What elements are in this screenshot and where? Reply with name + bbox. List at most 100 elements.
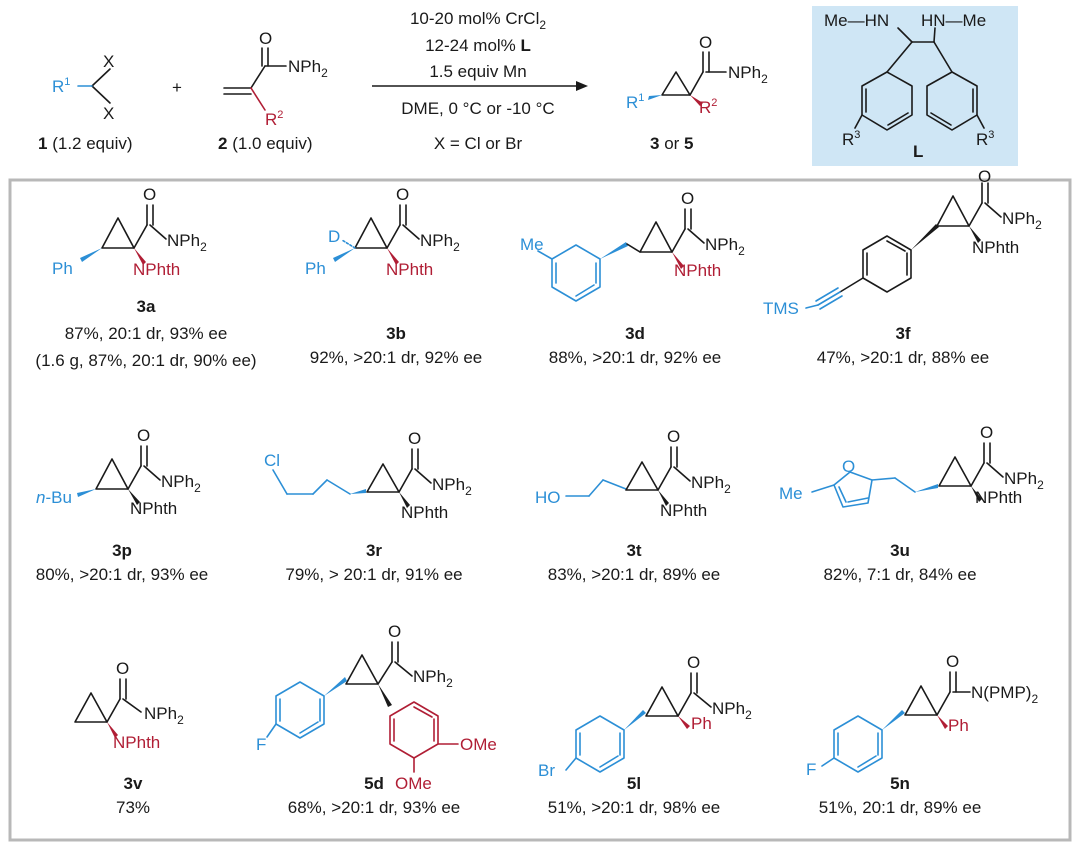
yield-line: 51%, 20:1 dr, 89% ee: [819, 798, 982, 817]
ligand-nhme-left: Me—HN: [824, 11, 889, 30]
ligand-box-background: [812, 6, 1018, 166]
yield-line: 79%, > 20:1 dr, 91% ee: [285, 565, 462, 584]
nphth-label: NPhth: [130, 499, 177, 518]
scope-frame: [8, 178, 1072, 842]
o-label: O: [259, 29, 272, 48]
amide-label: NPh2: [288, 57, 328, 80]
plus-sign: +: [172, 78, 182, 97]
compound-id: 5l: [627, 774, 641, 793]
ho-label: HO: [535, 488, 561, 507]
compound-3d: Me O NPh2 NPhth 3d 88%, >20:1 dr, 92% ee: [520, 189, 745, 367]
amide-label: NPh2: [1004, 469, 1044, 492]
compound-id: 3d: [625, 324, 645, 343]
o-label: O: [388, 622, 401, 641]
x-label-top: X: [103, 52, 114, 71]
product-o-label: O: [699, 33, 712, 52]
nphth-label: NPhth: [133, 260, 180, 279]
amide-label: NPh2: [144, 704, 184, 727]
reactant-1-caption: 1 (1.2 equiv): [38, 134, 133, 153]
yield-line: 82%, 7:1 dr, 84% ee: [823, 565, 976, 584]
ligand-r3-right: R3: [976, 129, 994, 149]
f-label: F: [806, 760, 816, 779]
tms-label: TMS: [763, 299, 799, 318]
reactant-2-caption: 2 (1.0 equiv): [218, 134, 313, 153]
ligand-label: L: [913, 142, 923, 161]
nphth-label: NPhth: [401, 503, 448, 522]
compound-id: 3v: [124, 774, 143, 793]
condition-reductant: 1.5 equiv Mn: [429, 62, 526, 81]
yield-line: (1.6 g, 87%, 20:1 dr, 90% ee): [35, 351, 256, 370]
compound-3p: O NPh2 n-Bu NPhth 3p 80%, >20:1 dr, 93% …: [36, 426, 209, 584]
compound-5n: F O N(PMP)2 Ph 5n 51%, 20:1 dr, 89% ee: [806, 652, 1038, 817]
o-label: O: [980, 423, 993, 442]
nphth-label: NPhth: [660, 501, 707, 520]
amide-label: NPh2: [691, 473, 731, 496]
reactant-1: X X R1 1 (1.2 equiv): [38, 52, 133, 153]
product-r1-label: R1: [626, 92, 644, 112]
product-r2-label: R2: [699, 97, 717, 117]
me-label: Me: [779, 484, 803, 503]
o-label: O: [687, 653, 700, 672]
x-label-bottom: X: [103, 104, 114, 123]
conditions: 10-20 mol% CrCl2 12-24 mol% L 1.5 equiv …: [401, 9, 554, 153]
npmp-label: N(PMP)2: [971, 683, 1038, 706]
r1-label: R1: [52, 76, 70, 96]
compound-3r: Cl O NPh2 NPhth 3r 79%, > 20:1 dr, 91% e…: [264, 429, 472, 584]
o-label: O: [137, 426, 150, 445]
o-label: O: [667, 427, 680, 446]
product-general: O NPh2 R1 R2 3 or 5: [626, 33, 768, 153]
amide-label: NPh2: [413, 667, 453, 690]
r2-label: R2: [265, 109, 283, 129]
yield-line: 73%: [116, 798, 150, 817]
cl-label: Cl: [264, 451, 280, 470]
condition-ligand: 12-24 mol% L: [425, 36, 531, 55]
ph-label: Ph: [948, 716, 969, 735]
ph-label: Ph: [691, 714, 712, 733]
compound-id: 3b: [386, 324, 406, 343]
compound-5d: F O NPh2 OMe OMe 5d 68%, >20:1 dr, 93% e…: [256, 622, 497, 817]
amide-label: NPh2: [712, 699, 752, 722]
ligand-box: Me—HN HN—Me R3 R3 L: [812, 6, 1018, 166]
furan-o-label: O: [842, 457, 855, 476]
compound-id: 5n: [890, 774, 910, 793]
compound-id: 5d: [364, 774, 384, 793]
yield-line: 83%, >20:1 dr, 89% ee: [548, 565, 721, 584]
o-label: O: [396, 185, 409, 204]
compound-id: 3t: [626, 541, 641, 560]
compound-id: 3a: [137, 297, 156, 316]
yield-line: 88%, >20:1 dr, 92% ee: [549, 348, 722, 367]
amide-label: NPh2: [420, 231, 460, 254]
condition-catalyst: 10-20 mol% CrCl2: [410, 9, 546, 32]
compound-3b: D O NPh2 Ph NPhth 3b 92%, >20:1 dr, 92% …: [305, 185, 482, 367]
compound-id: 3f: [895, 324, 910, 343]
reaction-arrow: [372, 81, 588, 91]
compound-id: 3u: [890, 541, 910, 560]
compound-id: 3p: [112, 541, 132, 560]
amide-label: NPh2: [167, 231, 207, 254]
ligand-nhme-right: HN—Me: [921, 11, 986, 30]
yield-line: 47%, >20:1 dr, 88% ee: [817, 348, 990, 367]
o-label: O: [408, 429, 421, 448]
br-label: Br: [538, 761, 555, 780]
o-label: O: [143, 185, 156, 204]
amide-label: NPh2: [432, 475, 472, 498]
nphth-label: NPhth: [975, 488, 1022, 507]
yield-line: 92%, >20:1 dr, 92% ee: [310, 348, 483, 367]
amide-label: NPh2: [705, 235, 745, 258]
compound-3v: O NPh2 NPhth 3v 73%: [74, 659, 184, 817]
o-label: O: [681, 189, 694, 208]
compound-5l: Br O NPh2 Ph 5l 51%, >20:1 dr, 98% ee: [538, 653, 752, 817]
compound-3f: TMS O NPh2 NPhth 3f 47%, >20:1 dr, 88% e…: [763, 167, 1042, 367]
ome-label-meta: OMe: [395, 774, 432, 793]
nphth-label: NPhth: [674, 261, 721, 280]
compound-3u: Me O O NPh2 NPhth 3u 82%, 7:1 dr, 84% ee: [779, 423, 1044, 584]
yield-line: 68%, >20:1 dr, 93% ee: [288, 798, 461, 817]
o-label: O: [946, 652, 959, 671]
nphth-label: NPhth: [386, 260, 433, 279]
f-label: F: [256, 735, 266, 754]
condition-solvent-temp: DME, 0 °C or -10 °C: [401, 99, 554, 118]
compound-id: 3r: [366, 541, 382, 560]
condition-halide: X = Cl or Br: [434, 134, 523, 153]
product-amide-label: NPh2: [728, 63, 768, 86]
